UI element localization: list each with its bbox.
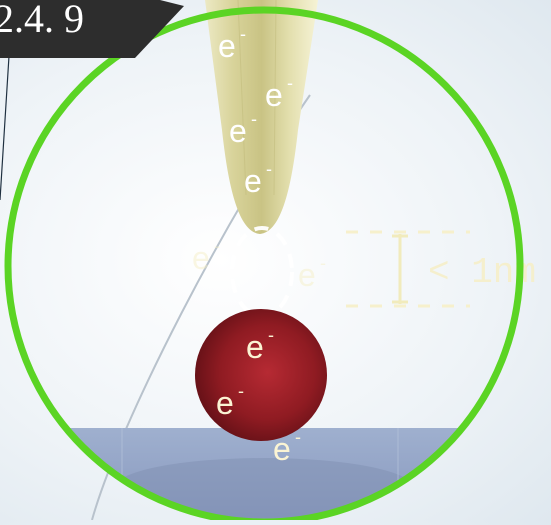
- electron-tip-4: e -: [244, 159, 272, 199]
- section-number: 2.4. 9: [0, 0, 84, 41]
- background-line-left: [0, 39, 11, 201]
- stm-tip: [205, 0, 318, 234]
- electron-charge: -: [268, 325, 274, 345]
- electron-surface: e -: [273, 427, 301, 467]
- electron-particle-1: e -: [246, 325, 274, 365]
- substrate-group: [70, 428, 520, 522]
- section-badge: [0, 0, 184, 58]
- electron-tip-1: e -: [218, 24, 246, 64]
- tip-facet-b: [273, 0, 277, 196]
- electron-symbol: e: [216, 385, 234, 421]
- electron-faded-1: e -: [192, 236, 220, 276]
- electron-charge: -: [287, 73, 293, 93]
- electron-symbol: e: [218, 28, 236, 64]
- electron-particle-2: e -: [216, 381, 244, 421]
- electron-charge: -: [251, 109, 257, 129]
- tip-body: [205, 0, 318, 234]
- electron-symbol: e: [298, 257, 316, 293]
- electron-tip-3: e -: [229, 109, 257, 149]
- electron-charge: -: [238, 381, 244, 401]
- electron-symbol: e: [192, 240, 210, 276]
- electron-faded-2: e -: [298, 253, 326, 293]
- electron-symbol: e: [244, 163, 262, 199]
- electron-symbol: e: [265, 77, 283, 113]
- electron-symbol: e: [273, 431, 291, 467]
- particle: [195, 309, 327, 441]
- electron-charge: -: [295, 427, 301, 447]
- electron-charge: -: [214, 236, 220, 256]
- tunneling-region: [230, 226, 294, 318]
- electron-symbol: e: [229, 113, 247, 149]
- electron-charge: -: [320, 253, 326, 273]
- electrons: e - e - e - e - e - e - e - e -: [192, 24, 326, 467]
- tip-facet-a: [237, 0, 247, 196]
- electron-charge: -: [266, 159, 272, 179]
- substrate-shadow: [114, 458, 414, 518]
- electron-charge: -: [240, 24, 246, 44]
- electron-tip-2: e -: [265, 73, 293, 113]
- scale-bar: < 1nm: [346, 230, 536, 308]
- electron-symbol: e: [246, 329, 264, 365]
